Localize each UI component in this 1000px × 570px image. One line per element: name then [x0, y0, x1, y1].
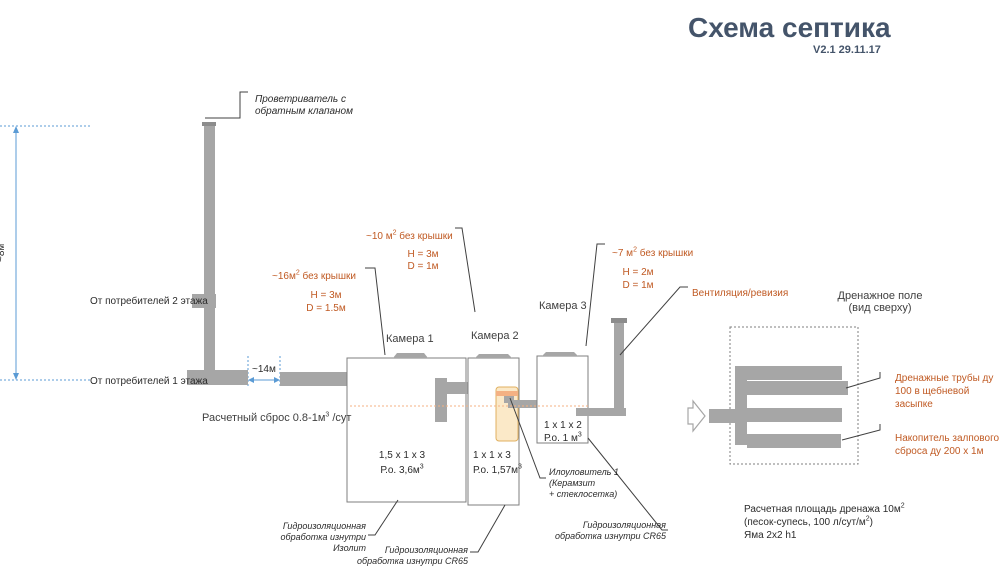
callout-lines — [205, 91, 881, 553]
silt-trap — [495, 386, 519, 442]
pipe-ch2-ch3 — [504, 396, 544, 408]
chamber2-h: H = 3м — [407, 249, 439, 260]
outlet-ventilation — [576, 318, 627, 416]
drain-field-area — [729, 326, 859, 465]
drain-calc: Расчетная площадь дренажа 10м2 (песок-су… — [744, 502, 905, 541]
chamber2-volume: Р.о. 1,57м3 — [473, 463, 522, 476]
drain-pipes — [709, 366, 848, 448]
height-label: ~8м — [0, 243, 7, 262]
height-dimension — [0, 125, 90, 381]
version-label: V2.1 29.11.17 — [813, 44, 881, 56]
ventilation-label: Вентиляция/ревизия — [692, 288, 789, 299]
chamber3-area: ~7 м2 без крышки — [612, 246, 694, 259]
drain-field-title: Дренажное поле(вид сверху) — [837, 290, 923, 314]
chamber2-area: ~10 м2 без крышки — [366, 229, 453, 242]
main-inlet-pipe — [280, 372, 358, 386]
chamber3-dims: 1 x 1 x 2 — [544, 420, 582, 431]
chamber1-area: ~16м2 без крышки — [272, 269, 356, 282]
chamber1-h: H = 3м — [310, 290, 342, 301]
silt-trap-label: Илоуловитель 1(Керамзит+ стеклосетка) — [549, 467, 619, 499]
floor1-inlet — [187, 370, 248, 385]
floor2-inlet — [192, 294, 216, 308]
pipe-ch1-ch2 — [435, 378, 470, 422]
chamber3-volume: Р.о. 1 м3 — [544, 431, 582, 444]
chamber3-h: H = 2м — [622, 267, 654, 278]
pipe-length-label: ~14м — [252, 364, 276, 375]
page-title: Схема септика — [688, 12, 891, 43]
chamber1-d: D = 1.5м — [306, 303, 346, 314]
chamber2-name: Камера 2 — [471, 330, 519, 342]
chamber3-d: D = 1м — [622, 280, 654, 291]
vent-stack — [187, 122, 248, 385]
chamber-3 — [536, 352, 589, 444]
chamber-1 — [346, 353, 467, 503]
floor2-label: От потребителей 2 этажа — [90, 296, 208, 307]
chamber1-volume: Р.о. 3,6м3 — [380, 463, 424, 476]
chamber1-name: Камера 1 — [386, 333, 434, 345]
flow-arrow — [687, 399, 706, 433]
chamber2-dims: 1 x 1 x 3 — [473, 450, 511, 461]
chamber3-name: Камера 3 — [539, 300, 587, 312]
floor1-label: От потребителей 1 этажа — [90, 376, 208, 387]
chamber2-d: D = 1м — [407, 261, 439, 272]
flow-note: Расчетный сброс 0.8-1м3 /сут — [202, 411, 352, 424]
chamber1-dims: 1,5 x 1 x 3 — [378, 450, 426, 461]
